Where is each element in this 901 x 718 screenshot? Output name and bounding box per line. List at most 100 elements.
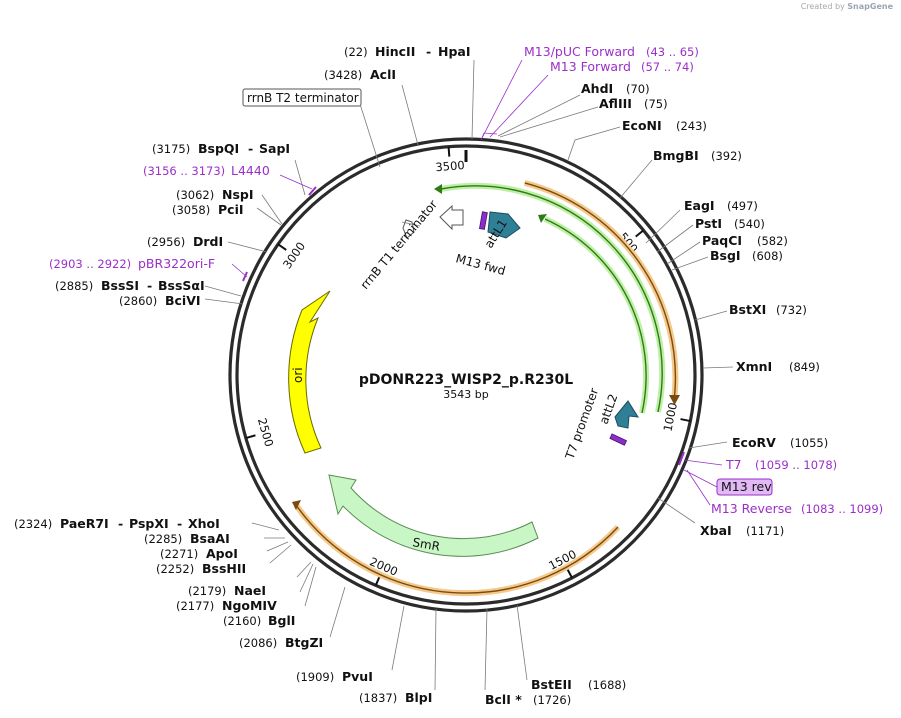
plasmid-name: pDONR223_WISP2_p.R230L: [359, 372, 573, 388]
site-position: (2086): [239, 636, 277, 650]
primer-labels: M13/pUC Forward (43 .. 65) M13 Forward (…: [49, 44, 883, 516]
site-position: (2956): [147, 235, 185, 249]
plasmid-length: 3543 bp: [443, 388, 488, 401]
rrnb-t2-label: rrnB T2 terminator: [247, 91, 359, 105]
site-label: SapI: [259, 141, 290, 156]
site-label: EcoRV: [732, 435, 776, 450]
pbr322ori-mark: [242, 271, 248, 282]
site-label: BlpI: [405, 690, 432, 705]
site-position: (732): [776, 303, 807, 317]
orf-arc-green-outer-core: [440, 185, 663, 413]
primer-label: M13/pUC Forward: [524, 44, 635, 59]
orf-arc-right-head: [669, 395, 680, 405]
site-labels: (22) HincII - HpaI (3428) AclI AhdI (70)…: [14, 44, 828, 707]
t7-promoter-feature: [609, 433, 628, 446]
ori-label: ori: [291, 367, 305, 383]
site-position: (540): [734, 217, 765, 231]
site-position: (2160): [223, 614, 261, 628]
primer-label: T7: [725, 457, 742, 472]
rrnb-t2-feature: [402, 219, 415, 239]
site-position: (22): [344, 45, 368, 59]
site-label: AhdI: [581, 81, 613, 96]
primer-range: (3156 .. 3173): [143, 164, 225, 178]
site-position: (497): [727, 199, 758, 213]
m13-fwd-feature: [479, 211, 488, 230]
site-label: HpaI: [438, 44, 471, 59]
orf-arc-green-inner-head: [538, 214, 547, 223]
scale-tick: [245, 434, 256, 439]
site-label: ApoI: [206, 546, 238, 561]
site-position: (3062): [176, 188, 214, 202]
site-position: (849): [789, 360, 820, 374]
scale-tick: [374, 575, 381, 586]
backbone-outer: [228, 137, 704, 613]
scale-tick-label: 2500: [255, 416, 277, 448]
site-label: EagI: [684, 198, 715, 213]
svg-text:-: -: [248, 141, 253, 156]
site-label: EcoNI: [622, 118, 662, 133]
svg-text:-: -: [147, 278, 152, 293]
l4440-mark: [308, 186, 317, 196]
ori-feature: [288, 290, 331, 454]
site-label: BsgI: [710, 248, 741, 263]
scale-tick: [277, 243, 287, 251]
site-label: PvuI: [342, 669, 373, 684]
site-label: AflIII: [599, 96, 632, 111]
attl1-feature: [487, 211, 521, 239]
site-position: (70): [626, 82, 650, 96]
primer-leaders: [231, 59, 723, 506]
site-position: (582): [757, 234, 788, 248]
orf-arc-bottom-core: [295, 504, 619, 594]
scale-tick: [635, 229, 645, 238]
site-position: (3058): [172, 203, 210, 217]
site-position: (2285): [144, 532, 182, 546]
t7-primer-mark: [678, 451, 685, 466]
attl2-feature: [614, 400, 639, 429]
site-label: NgoMIV: [222, 598, 277, 613]
site-position: (2860): [119, 294, 157, 308]
site-label: XhoI: [188, 516, 220, 531]
site-label: XmnI: [736, 359, 772, 374]
site-position: (75): [644, 97, 668, 111]
credit-prefix: Created by: [800, 2, 845, 11]
site-position: (392): [711, 149, 742, 163]
orf-arc-right-core: [524, 182, 677, 397]
rrnb-t1-feature: [439, 204, 464, 231]
site-position: (1726): [533, 693, 571, 707]
site-position: (3428): [324, 68, 362, 82]
snapgene-logo: SnapGene: [847, 2, 893, 11]
rrnb-t2-box: [242, 88, 362, 107]
rrnb-t1-label: rrnB T1 terminator: [358, 197, 441, 292]
primer-range: (57 .. 74): [641, 60, 694, 74]
site-label: NaeI: [234, 583, 266, 598]
smr-feature: [328, 474, 539, 557]
site-position: (1909): [296, 670, 334, 684]
backbone-inner: [235, 144, 697, 606]
scale-tick-label: 3500: [435, 158, 465, 174]
site-position: (2179): [188, 584, 226, 598]
site-label: PspXI: [129, 516, 169, 531]
site-label: HincII: [375, 44, 415, 59]
orf-arc-right: [523, 179, 679, 397]
site-position: (243): [676, 119, 707, 133]
site-label: NspI: [222, 187, 254, 202]
t7-promoter-label: T7 promoter: [562, 386, 601, 462]
primer-range: (43 .. 65): [646, 45, 699, 59]
site-label: DrdI: [193, 234, 223, 249]
m13-fwd-label: M13 fwd: [454, 251, 507, 278]
site-position: (1688): [588, 678, 626, 692]
primer-label: M13 Forward: [550, 59, 631, 74]
site-label: BssSαI: [158, 278, 205, 293]
svg-text:-: -: [118, 516, 123, 531]
svg-text:-: -: [177, 516, 182, 531]
site-position: (3175): [152, 142, 190, 156]
scale-tick: [680, 418, 691, 423]
site-position: (2324): [14, 517, 52, 531]
m13-rev-highlight: [716, 478, 773, 496]
scale-tick-label: 1000: [660, 401, 680, 432]
orf-arc-green-outer-head: [434, 184, 442, 194]
orf-arc-bottom-head: [292, 500, 301, 510]
site-label: BclI *: [485, 692, 522, 707]
site-label: BspQI: [198, 141, 239, 156]
